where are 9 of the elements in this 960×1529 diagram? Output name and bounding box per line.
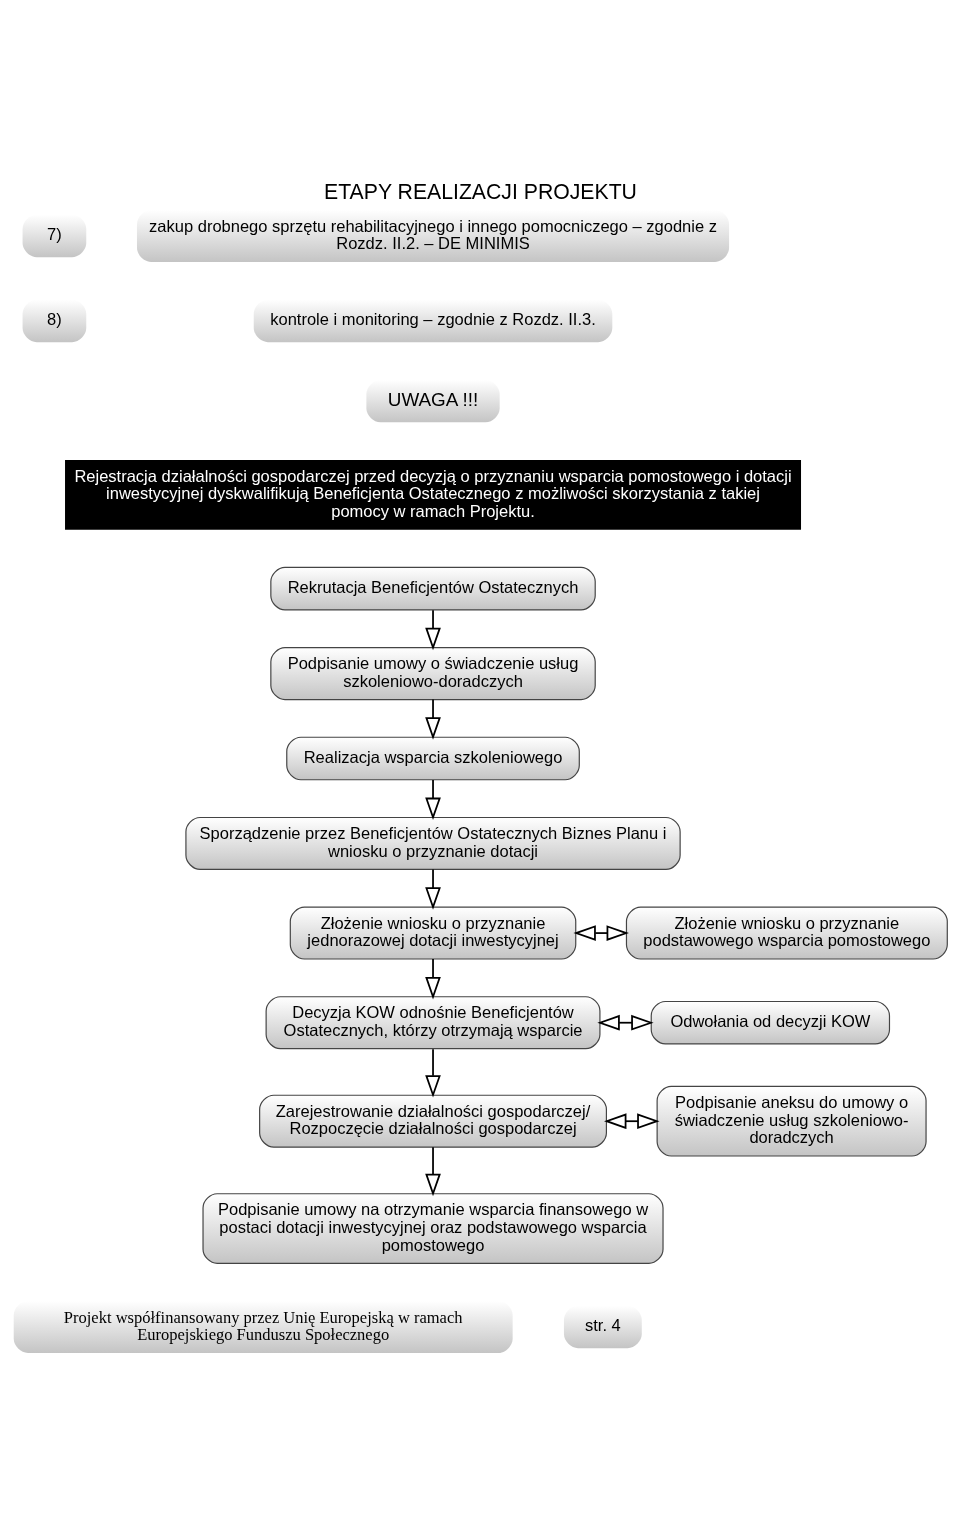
label: kontrole i monitoring – zgodnie z Rozdz. II.3. [269,309,596,328]
label: str. 4 [584,1315,621,1334]
label: 7) [46,224,62,243]
label: Projekt współfinansowany przez Unię Europejską w ramach Europejskiego Funduszu Społecznego [63,1307,462,1344]
label: Rejestracja działalności gospodarczej przed decyzją o przyznaniu wsparcia pomostowego i dotacji inwestycyjnej dyskwalifikują Beneficjenta Ostatecznego z możliwości skorzystania z takiej pomocy w ramach Projektu. [73,466,792,520]
label: zakup drobnego sprzętu rehabilitacyjnego i innego pomocniczego – zgodnie z Rozdz. II.2. – DE MINIMIS [148,216,717,252]
label: UWAGA !!! [387,388,478,410]
label: 8) [46,309,62,328]
diagram-title: ETAPY REALIZACJI PROJEKTU [323,179,637,203]
